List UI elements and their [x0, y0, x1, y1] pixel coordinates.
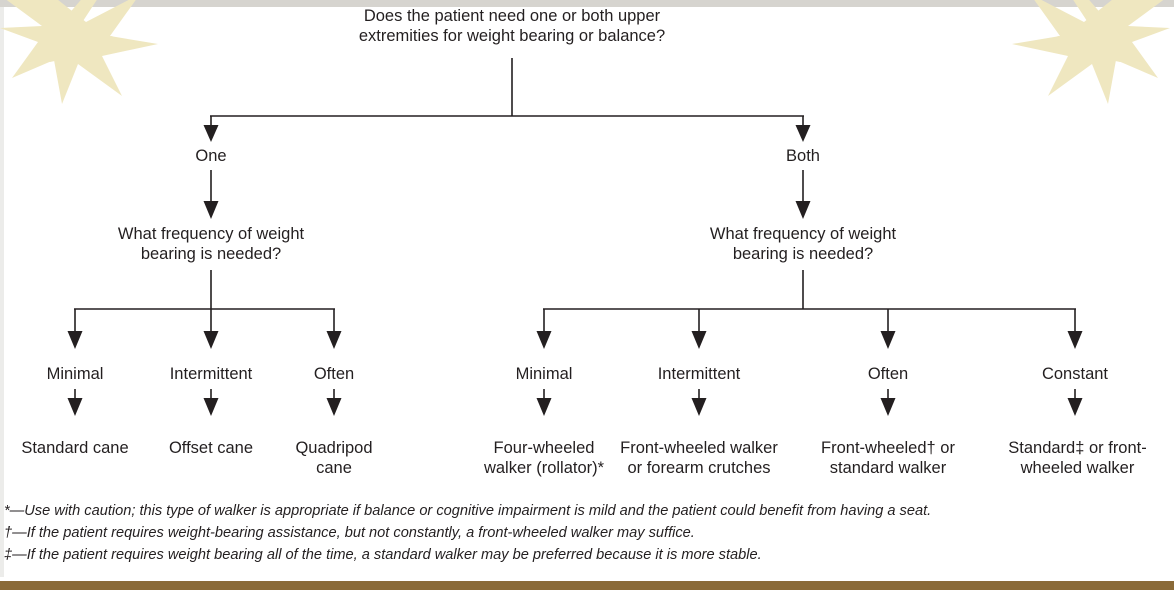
question-one-frequency: What frequency of weight bearing is need…	[117, 225, 305, 264]
star-watermark-right-icon	[1012, 0, 1170, 104]
arrowhead-to-one	[203, 125, 219, 142]
arrowhead-right-leaf3	[880, 398, 896, 416]
arrowhead-right-leaf4	[1067, 398, 1083, 416]
left-edge-strip	[0, 7, 4, 577]
arrowhead-right-b3	[880, 331, 896, 349]
arrowhead-right-leaf1	[536, 398, 552, 416]
arrowhead-left-b1	[67, 331, 83, 349]
outcome-both-intermittent: Front-wheeled walker or forearm crutches	[620, 439, 778, 478]
arrowhead-right-b1	[536, 331, 552, 349]
footnote-asterisk: *—Use with caution; this type of walker …	[4, 503, 932, 519]
arrowhead-both-question	[795, 201, 811, 219]
arrowhead-right-b2	[691, 331, 707, 349]
arrowhead-left-b3	[326, 331, 342, 349]
arrowhead-right-b4	[1067, 331, 1083, 349]
top-decorative-band	[0, 0, 1174, 7]
outcome-one-minimal: Standard cane	[21, 439, 129, 457]
option-label-both-intermittent: Intermittent	[657, 365, 741, 383]
outcome-one-intermittent: Offset cane	[168, 439, 254, 457]
arrowhead-to-both	[795, 125, 811, 142]
footnotes-block: *—Use with caution; this type of walker …	[4, 500, 1174, 567]
footnote-dagger: †—If the patient requires weight-bearing…	[4, 525, 695, 542]
question-both-frequency: What frequency of weight bearing is need…	[709, 225, 897, 264]
option-label-both-often: Often	[867, 365, 909, 383]
branch-label-one: One	[195, 147, 227, 165]
outcome-both-minimal: Four-wheeled walker (rollator)*	[483, 439, 605, 478]
option-label-one-intermittent: Intermittent	[169, 365, 253, 383]
option-label-one-minimal: Minimal	[46, 365, 104, 383]
arrowhead-left-b2	[203, 331, 219, 349]
arrowhead-right-leaf2	[691, 398, 707, 416]
option-label-one-often: Often	[313, 365, 355, 383]
root-question: Does the patient need one or both upper …	[358, 7, 666, 46]
bottom-decorative-band	[0, 581, 1174, 590]
outcome-both-often: Front-wheeled† or standard walker	[821, 439, 955, 478]
outcome-both-constant: Standard‡ or front- wheeled walker	[1008, 439, 1147, 478]
arrowhead-left-leaf2	[203, 398, 219, 416]
branch-label-both: Both	[786, 147, 820, 165]
option-label-both-minimal: Minimal	[515, 365, 573, 383]
arrowhead-left-leaf3	[326, 398, 342, 416]
outcome-one-often: Quadripod cane	[295, 439, 373, 478]
arrowhead-one-question	[203, 201, 219, 219]
footnote-double-dagger: ‡—If the patient requires weight bearing…	[4, 547, 762, 564]
option-label-both-constant: Constant	[1041, 365, 1109, 383]
arrowhead-left-leaf1	[67, 398, 83, 416]
star-watermark-left-icon	[0, 0, 158, 104]
